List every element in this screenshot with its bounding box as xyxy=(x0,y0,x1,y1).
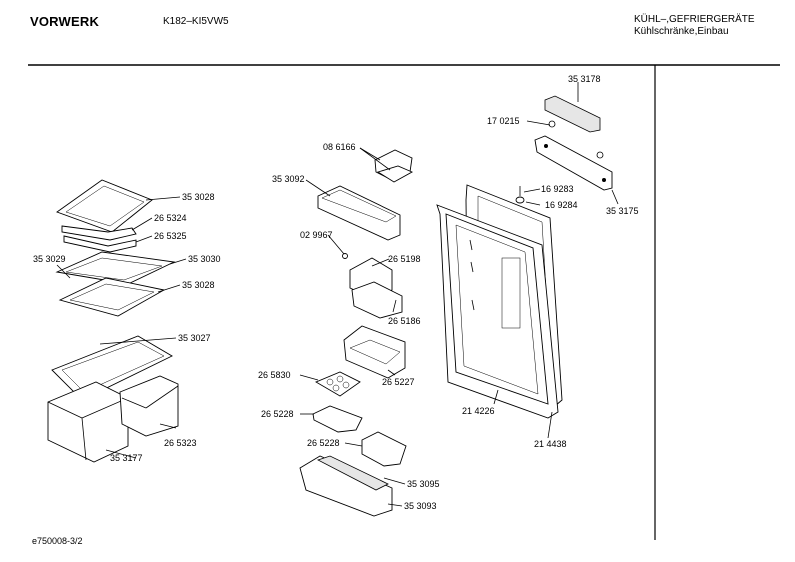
part-label: 26 5228 xyxy=(261,409,294,419)
category-line-1: KÜHL–,GEFRIERGERÄTE xyxy=(634,14,755,25)
shelf-trim-rear xyxy=(63,235,137,253)
model-number: K182–KI5VW5 xyxy=(163,16,229,27)
part-label: 35 3093 xyxy=(404,501,437,511)
glass-shelf-middle xyxy=(55,251,176,285)
part-label: 26 5830 xyxy=(258,370,291,380)
egg-tray-box xyxy=(349,257,403,319)
glass-shelf-lower xyxy=(58,277,166,317)
part-label: 35 3030 xyxy=(188,254,221,264)
door-shelf-upper xyxy=(317,185,401,241)
part-label: 26 5325 xyxy=(154,231,187,241)
part-label: 16 9283 xyxy=(541,184,574,194)
part-label: 26 5323 xyxy=(164,438,197,448)
part-label: 08 6166 xyxy=(323,142,356,152)
screws xyxy=(515,120,604,204)
hinge-cover xyxy=(544,95,601,133)
part-label: 26 5324 xyxy=(154,213,187,223)
part-label: 21 4226 xyxy=(462,406,495,416)
butter-compartment xyxy=(374,149,414,183)
crisper-drawer-right xyxy=(119,375,179,437)
part-label: 35 3177 xyxy=(110,453,143,463)
crisper-drawer-left xyxy=(47,381,129,463)
leader-lines xyxy=(56,82,619,507)
part-label: 35 3175 xyxy=(606,206,639,216)
part-label: 35 3029 xyxy=(33,254,66,264)
shelf-trim-front xyxy=(61,225,137,241)
part-label: 35 3027 xyxy=(178,333,211,343)
small-clip xyxy=(342,253,348,259)
part-label: 35 3092 xyxy=(272,174,305,184)
cover-plate xyxy=(51,335,173,401)
part-label: 35 3028 xyxy=(182,192,215,202)
part-label: 35 3095 xyxy=(407,479,440,489)
part-label: 35 3028 xyxy=(182,280,215,290)
drawing-code: e750008-3/2 xyxy=(32,536,83,546)
part-label: 35 3178 xyxy=(568,74,601,84)
door-shelf-small-1 xyxy=(312,405,363,433)
glass-shelf-top xyxy=(56,179,153,233)
bottle-shelf xyxy=(299,455,393,517)
part-label: 26 5186 xyxy=(388,316,421,326)
part-label: 26 5198 xyxy=(388,254,421,264)
part-label: 26 5228 xyxy=(307,438,340,448)
part-label: 16 9284 xyxy=(545,200,578,210)
door-shelf-small-2 xyxy=(361,431,407,467)
category-line-2: Kühlschränke,Einbau xyxy=(634,26,729,37)
brand-name: VORWERK xyxy=(30,14,100,29)
part-label: 26 5227 xyxy=(382,377,415,387)
hinge-bracket xyxy=(534,135,613,191)
door-shelf-middle xyxy=(343,325,406,379)
part-label: 02 9967 xyxy=(300,230,333,240)
part-label: 17 0215 xyxy=(487,116,520,126)
door-assembly xyxy=(436,184,563,419)
egg-tray xyxy=(314,371,361,397)
part-label: 21 4438 xyxy=(534,439,567,449)
